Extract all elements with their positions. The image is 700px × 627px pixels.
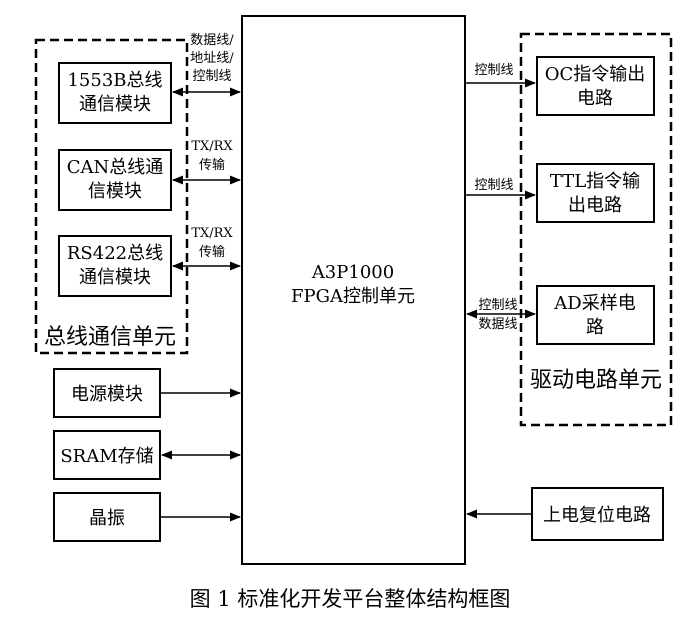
module-ad-sampling	[536, 285, 655, 345]
module-sram-label: SRAM存储	[60, 446, 153, 467]
module-1553b	[58, 62, 172, 124]
module-can-line1: CAN总线通	[67, 157, 164, 178]
label-ctrl-ttl: 控制线	[474, 178, 513, 193]
module-1553b-line2: 通信模块	[79, 94, 151, 115]
module-ttl-line1: TTL指令输	[550, 171, 640, 192]
module-1553b-line1: 1553B总线	[67, 70, 162, 91]
label-txrx-1-a: TX/RX	[191, 139, 233, 154]
module-can	[58, 149, 172, 211]
module-sram	[53, 430, 161, 480]
label-ctrl-ad: 控制线	[478, 298, 517, 313]
module-ttl-line2: 出电路	[568, 195, 622, 216]
module-ad-line2: 路	[586, 317, 604, 338]
label-txrx-2-b: 传输	[199, 244, 225, 260]
fpga-control-unit	[241, 15, 466, 565]
drive-group-label: 驱动电路单元	[530, 368, 662, 393]
module-reset-label: 上电复位电路	[543, 505, 651, 526]
label-txrx-1-b: 传输	[199, 157, 225, 173]
module-power-on-reset	[531, 487, 664, 541]
module-crystal	[53, 492, 161, 542]
fpga-label-line1: A3P1000	[311, 262, 394, 283]
module-ttl-output	[536, 163, 655, 223]
module-rs422-line1: RS422总线	[67, 243, 163, 264]
module-power-label: 电源模块	[71, 384, 143, 405]
label-data-addr-ctrl-2: 地址线/	[190, 51, 234, 66]
figure-caption: 图 1 标准化开发平台整体结构框图	[190, 587, 511, 611]
bus-group-label: 总线通信单元	[44, 325, 176, 350]
drive-circuit-group	[519, 32, 673, 427]
label-txrx-2-a: TX/RX	[191, 226, 233, 241]
module-oc-line2: 电路	[577, 88, 613, 109]
module-oc-output	[536, 56, 655, 116]
module-can-line2: 信模块	[88, 181, 142, 202]
label-ctrl-oc: 控制线	[474, 63, 513, 78]
module-rs422	[58, 235, 172, 297]
module-power	[53, 368, 161, 418]
label-data-addr-ctrl-3: 控制线	[192, 69, 231, 84]
fpga-label-line2: FPGA控制单元	[291, 286, 415, 307]
module-crystal-label: 晶振	[89, 508, 125, 529]
module-ad-line1: AD采样电	[553, 293, 635, 314]
label-data-ad: 数据线	[478, 317, 517, 332]
bus-comm-group	[34, 38, 189, 355]
module-rs422-line2: 通信模块	[79, 267, 151, 288]
module-oc-line1: OC指令输出	[545, 64, 646, 85]
label-data-addr-ctrl-1: 数据线/	[190, 33, 234, 48]
